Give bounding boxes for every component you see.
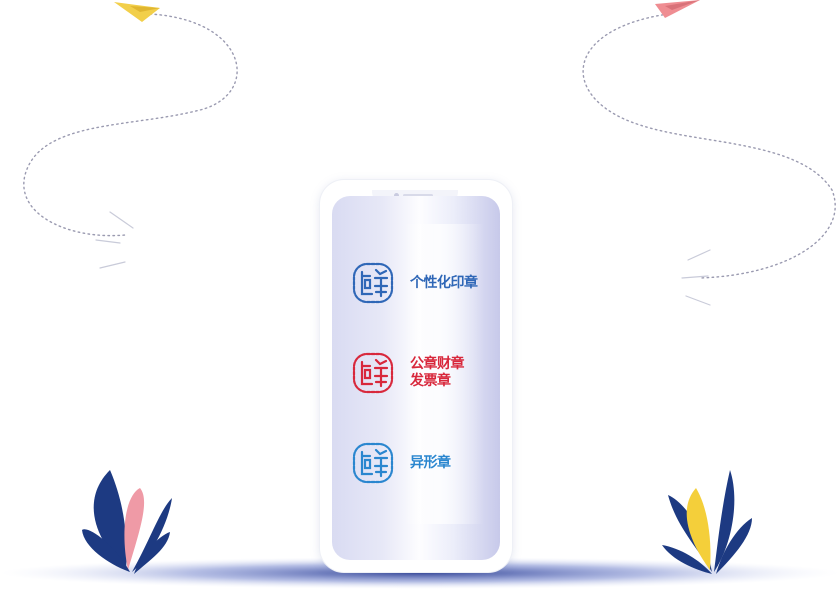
stamp-option-irregular[interactable]: 异形章 <box>350 440 451 486</box>
flight-path-left <box>23 13 238 237</box>
phone-speaker <box>403 194 433 197</box>
paper-plane-yellow-icon <box>114 2 160 22</box>
paper-plane-pink-icon <box>655 0 700 18</box>
phone-mockup: 个性化印章 公章财章 发票章 <box>320 180 512 572</box>
plant-left <box>82 470 172 574</box>
plant-right <box>662 470 752 574</box>
ground-shadow <box>0 557 840 589</box>
stamp-label: 公章财章 <box>410 356 465 372</box>
speed-lines-left <box>95 211 134 269</box>
stamp-label-secondary: 发票章 <box>410 373 451 389</box>
flight-path-right <box>582 13 836 279</box>
seal-icon <box>352 442 394 484</box>
screen-glare <box>404 224 484 524</box>
seal-icon <box>352 262 394 304</box>
stamp-label: 个性化印章 <box>410 274 478 291</box>
stamp-label: 异形章 <box>410 454 451 471</box>
speed-lines-right <box>681 249 711 306</box>
stamp-option-personalized[interactable]: 个性化印章 <box>350 260 478 306</box>
phone-screen: 个性化印章 公章财章 发票章 <box>332 196 500 560</box>
front-camera-icon <box>394 193 399 198</box>
stamp-option-official[interactable]: 公章财章 发票章 <box>350 350 465 396</box>
seal-icon <box>352 352 394 394</box>
